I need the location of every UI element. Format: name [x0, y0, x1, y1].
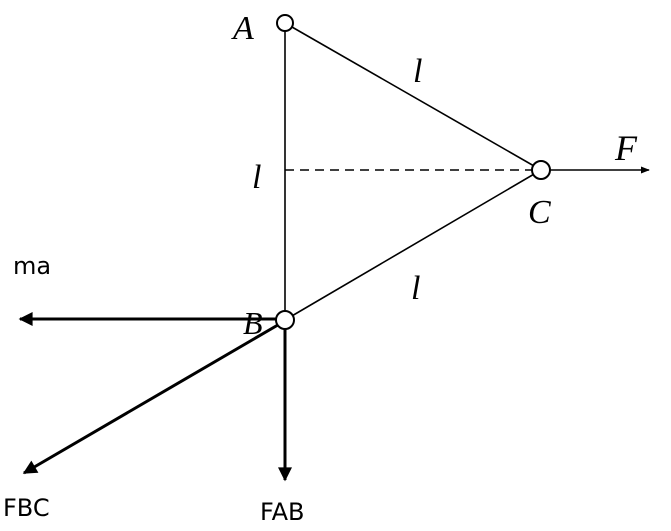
label-force-ma: ma — [13, 252, 51, 280]
label-length-ab: l — [252, 159, 261, 196]
joint-c — [531, 160, 551, 180]
label-length-bc: l — [411, 270, 420, 307]
label-length-ac: l — [413, 53, 422, 90]
label-point-a: A — [231, 10, 254, 47]
force-fbc-arrow — [22, 320, 284, 475]
member-bc — [284, 169, 542, 321]
joint-a — [276, 14, 294, 32]
member-ac — [284, 22, 542, 171]
label-force-f: F — [614, 128, 638, 168]
joint-b — [275, 310, 295, 330]
label-point-c: C — [528, 194, 551, 231]
label-force-fab: FAB — [260, 498, 304, 526]
label-point-b: B — [243, 305, 263, 341]
label-force-fbc: FBC — [3, 494, 50, 522]
